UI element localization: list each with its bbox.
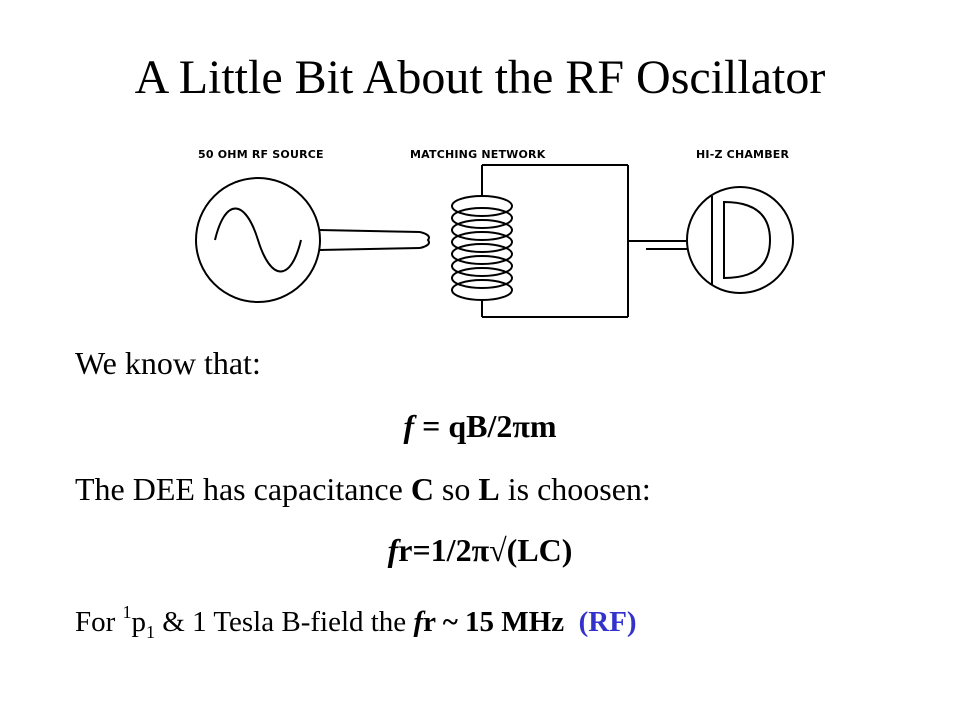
coax-line bbox=[318, 229, 430, 251]
line5-sub: 1 bbox=[146, 622, 156, 642]
line5-sup: 1 bbox=[122, 602, 132, 622]
line3-c: C bbox=[410, 471, 434, 507]
circuit-drawing bbox=[195, 164, 794, 318]
line3-mid: so bbox=[433, 471, 479, 507]
line3-post: is choosen: bbox=[499, 471, 651, 507]
intro-text: We know that: bbox=[75, 345, 261, 381]
cyclotron-frequency-equation: f = qB/2πm bbox=[0, 406, 960, 446]
label-hi-z-chamber: HI-Z CHAMBER bbox=[696, 148, 790, 161]
line5-p: p bbox=[131, 606, 147, 638]
line5-f: f bbox=[413, 606, 424, 638]
line3-l: L bbox=[478, 471, 500, 507]
label-matching-network: MATCHING NETWORK bbox=[410, 148, 546, 161]
dee-chamber-icon bbox=[686, 186, 794, 294]
line5-pre: For bbox=[75, 606, 123, 638]
sine-source-icon bbox=[195, 177, 321, 303]
eq2-rest: r=1/2π√(LC) bbox=[398, 532, 573, 568]
feed-line bbox=[628, 240, 687, 250]
proton-frequency-text: For 1p1 & 1 Tesla B-field the fr ~ 15 MH… bbox=[75, 592, 637, 652]
coil-icon bbox=[451, 164, 629, 318]
eq2-f: f bbox=[387, 532, 399, 568]
page-title: A Little Bit About the RF Oscillator bbox=[134, 51, 826, 104]
line5-r: r ~ 15 MHz bbox=[423, 606, 565, 638]
label-rf-source: 50 OHM RF SOURCE bbox=[198, 148, 324, 161]
resonant-frequency-equation: fr=1/2π√(LC) bbox=[0, 530, 960, 570]
line5-mid: & 1 Tesla B-field the bbox=[155, 606, 414, 638]
rf-badge: (RF) bbox=[578, 606, 637, 638]
line3-pre: The DEE has capacitance bbox=[75, 471, 411, 507]
eq1-f: f bbox=[403, 408, 415, 444]
eq1-rest: = qB/2πm bbox=[414, 408, 557, 444]
rf-oscillator-diagram: 50 OHM RF SOURCE MATCHING NETWORK HI-Z C… bbox=[170, 140, 810, 330]
capacitance-text: The DEE has capacitance C so L is choose… bbox=[75, 469, 651, 509]
